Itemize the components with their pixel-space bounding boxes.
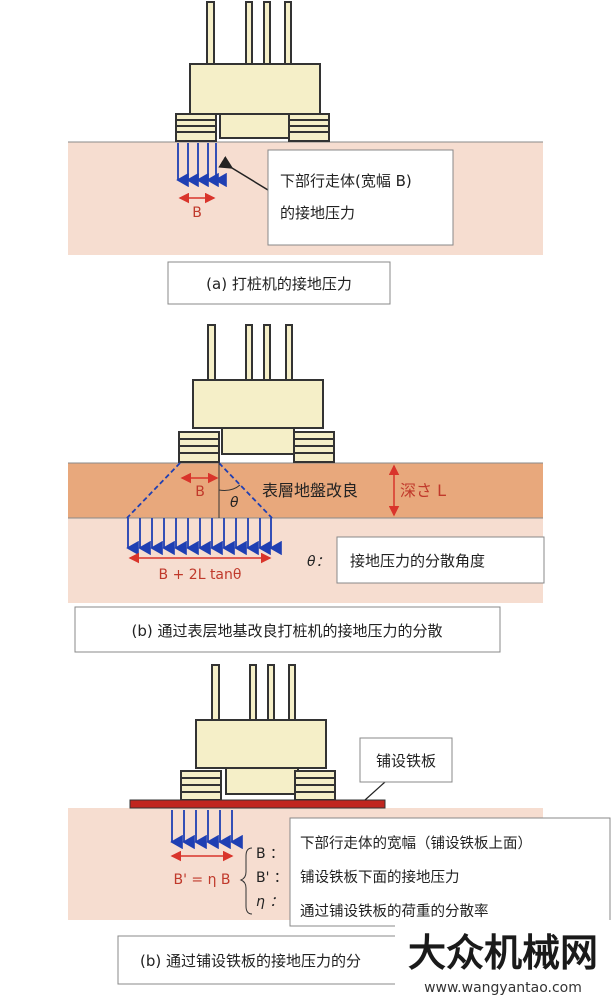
legend-b-prime: B' ： [256,870,288,886]
machine-body [195,719,327,769]
right-crawler-track [293,431,335,463]
caption-box [167,261,391,305]
caption-box [74,606,501,653]
left-crawler-track [180,770,222,801]
depth-label: 深さ L [400,481,446,500]
layer-label: 表層地盤改良 [262,481,358,500]
panel-a: B 下部行走体(宽幅 B) 的接地压力 (a) 打桩机的接地压力 [68,1,543,305]
legend-eta: η ： [256,894,283,910]
spread-label: B + 2L tanθ [159,567,242,583]
legend-brace [239,847,253,915]
left-crawler-track [178,431,220,463]
legend-b: B ： [256,846,284,862]
theta-arc [218,484,241,491]
pressure-arrows [170,810,243,850]
label-b: B [195,484,205,500]
plate-pointer [364,781,386,801]
mast [206,1,292,65]
caption: (a) 打桩机的接地压力 [206,275,352,293]
machine-base [221,427,295,455]
steel-plate [129,799,386,809]
watermark-cn: 大众机械网 [408,931,598,975]
label-b: B [192,205,202,221]
machine-base [225,767,299,795]
pressure-arrows [176,143,227,188]
theta-desc: 接地压力的分散角度 [350,552,485,570]
callout-line1: 下部行走体(宽幅 B) [280,172,412,190]
right-crawler-track [294,770,336,801]
callout-box [267,149,454,246]
panel-c: 铺设铁板 B' = η B B ： B' ： η ： 下部行走体的宽幅（铺设铁板… [68,664,611,985]
machine-body [189,63,321,115]
mast [207,324,293,381]
pressure-arrows [126,518,282,556]
caption: (b) 通过铺设铁板的接地压力的分 [140,952,361,970]
theta-prefix: θ： [307,554,330,570]
panel-b: θ B 表層地盤改良 深さ L B + 2L tanθ θ： 接地压力的分散角度… [68,324,545,653]
desc-line3: 通过铺设铁板的荷重的分散率 [300,902,489,920]
mast [211,664,296,721]
right-crawler-track [288,113,330,142]
caption-box [117,935,449,985]
plate-label: 铺设铁板 [376,752,436,770]
caption: (b) 通过表层地基改良打桩机的接地压力的分散 [132,622,443,640]
theta-desc-box [336,536,545,584]
spread-lines [126,462,273,519]
desc-line1: 下部行走体的宽幅（铺设铁板上面） [300,834,532,852]
left-crawler-track [175,113,217,142]
improved-layer [68,463,543,518]
machine-body [192,379,324,429]
watermark: 大众机械网 www.wangyantao.com [395,920,612,1000]
watermark-url: www.wangyantao.com [424,980,582,996]
callout-line2: 的接地压力 [280,204,355,222]
spread-label: B' = η B [173,872,230,888]
machine-base [219,113,293,139]
theta-label: θ [230,495,239,511]
callout-pointer [218,155,269,191]
plate-label-box [359,737,453,783]
desc-box [289,817,611,927]
desc-line2: 铺设铁板下面的接地压力 [300,868,460,886]
